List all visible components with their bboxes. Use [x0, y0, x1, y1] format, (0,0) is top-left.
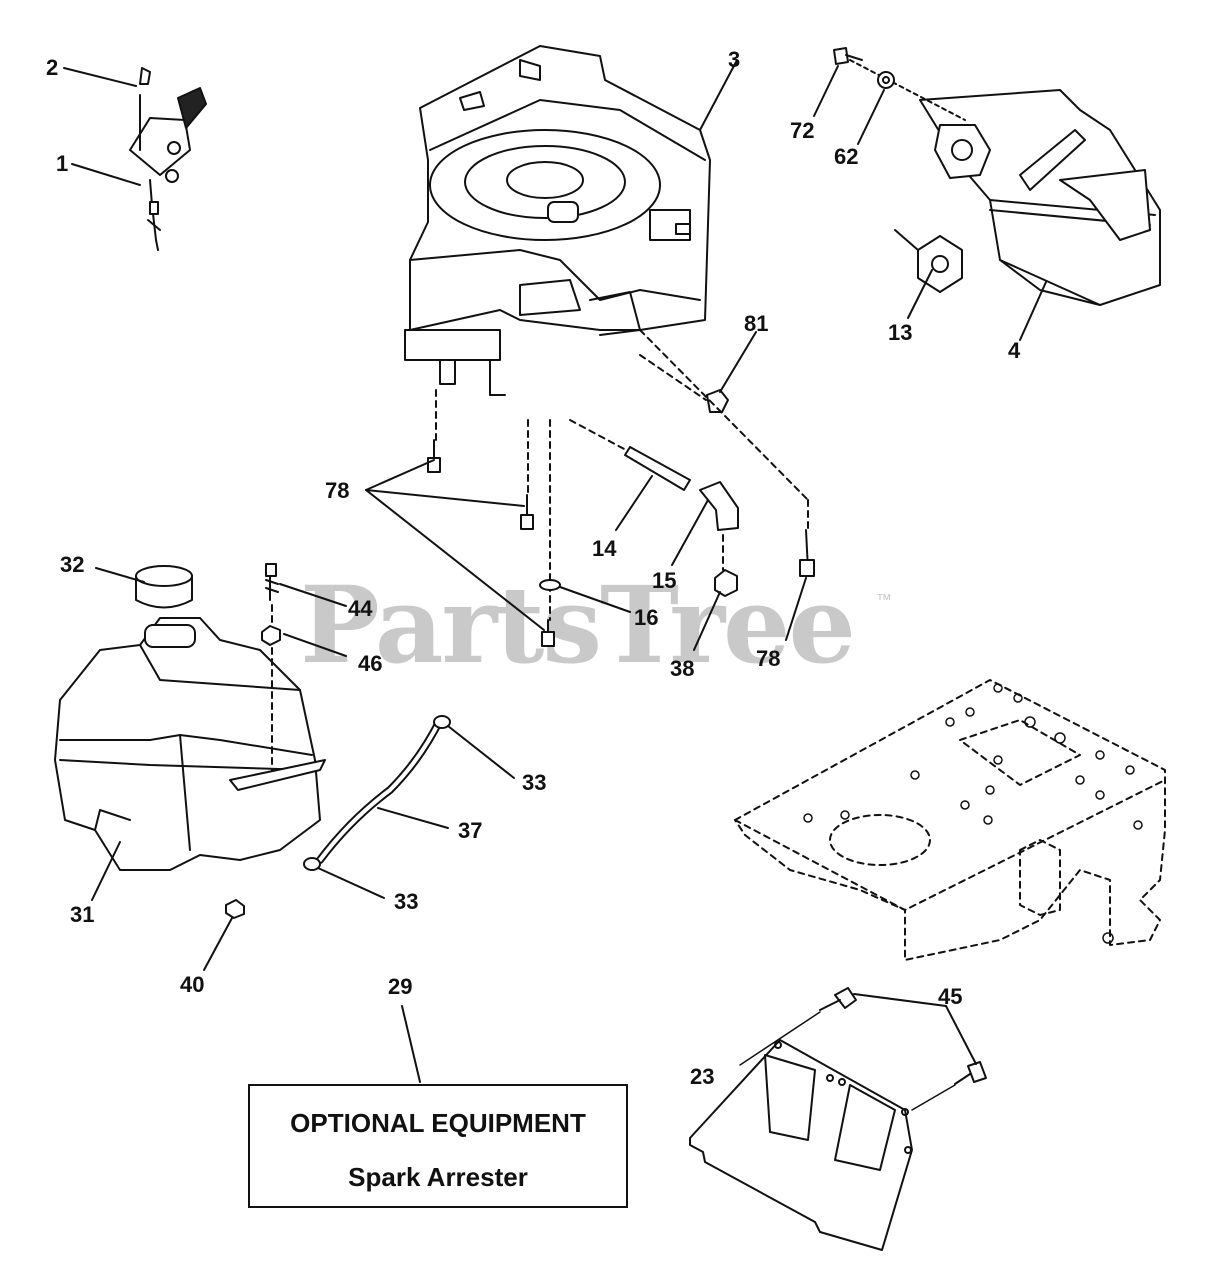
- callout-15: 15: [652, 568, 677, 593]
- nut-81-part: [706, 389, 729, 413]
- fuel-line-14-part: [624, 446, 691, 491]
- fuel-cap-part: [135, 565, 193, 609]
- spark-arrester-label: Spark Arrester: [348, 1162, 528, 1192]
- spark-arrester-screw-bottom-part: [954, 1061, 987, 1085]
- tractor-frame: [734, 679, 1166, 961]
- partstree-watermark: PartsTree: [300, 562, 856, 687]
- callout-45: 45: [938, 984, 963, 1009]
- callout-29: 29: [388, 974, 413, 999]
- callout-72: 72: [790, 118, 815, 143]
- screw-44-part: [265, 563, 279, 601]
- callout-78-left: 78: [325, 478, 350, 503]
- nut-40-part: [225, 899, 245, 919]
- callout-32: 32: [60, 552, 85, 577]
- washer-16-part: [539, 579, 561, 591]
- callout-23: 23: [690, 1064, 715, 1089]
- bolt-72-part: [833, 47, 863, 65]
- leader-lines: [63, 61, 1047, 1083]
- spark-arrester-screw-top-part: [819, 987, 857, 1011]
- hose-clamp-33-bottom-part: [303, 857, 321, 871]
- washer-62-part: [877, 71, 895, 89]
- optional-equipment-box: OPTIONAL EQUIPMENT Spark Arrester: [248, 1084, 628, 1208]
- callout-38: 38: [670, 656, 695, 681]
- callout-14: 14: [592, 536, 617, 561]
- hose-clamp-33-top-part: [433, 715, 451, 729]
- bolt-78-parts: [427, 439, 815, 647]
- callout-81: 81: [744, 311, 769, 336]
- callout-1: 1: [56, 151, 69, 176]
- callout-46: 46: [358, 651, 383, 676]
- callout-3: 3: [728, 47, 741, 72]
- callout-78-right: 78: [756, 646, 781, 671]
- throttle-control-part: [129, 67, 207, 251]
- callout-37: 37: [458, 818, 483, 843]
- callout-4: 4: [1008, 338, 1021, 363]
- optional-equipment-title: OPTIONAL EQUIPMENT: [290, 1108, 586, 1138]
- spark-arrester-part: [689, 1039, 913, 1251]
- callout-62: 62: [834, 144, 859, 169]
- elbow-15-part: [699, 481, 739, 531]
- nut-38-part: [714, 569, 738, 597]
- callout-33-bottom: 33: [394, 889, 419, 914]
- washer-46-part: [261, 625, 281, 646]
- callout-44: 44: [348, 596, 373, 621]
- trademark-mark: ™: [876, 592, 892, 609]
- callout-16: 16: [634, 605, 659, 630]
- fuel-tank-part: [54, 617, 321, 871]
- callout-13: 13: [888, 320, 913, 345]
- frame-holes: [803, 683, 1143, 944]
- engine-part: [404, 45, 711, 396]
- callout-31: 31: [70, 902, 95, 927]
- callout-33-top: 33: [522, 770, 547, 795]
- muffler-part: [919, 89, 1161, 306]
- fuel-hose-part: [316, 716, 444, 864]
- callout-2: 2: [46, 55, 59, 80]
- callout-40: 40: [180, 972, 205, 997]
